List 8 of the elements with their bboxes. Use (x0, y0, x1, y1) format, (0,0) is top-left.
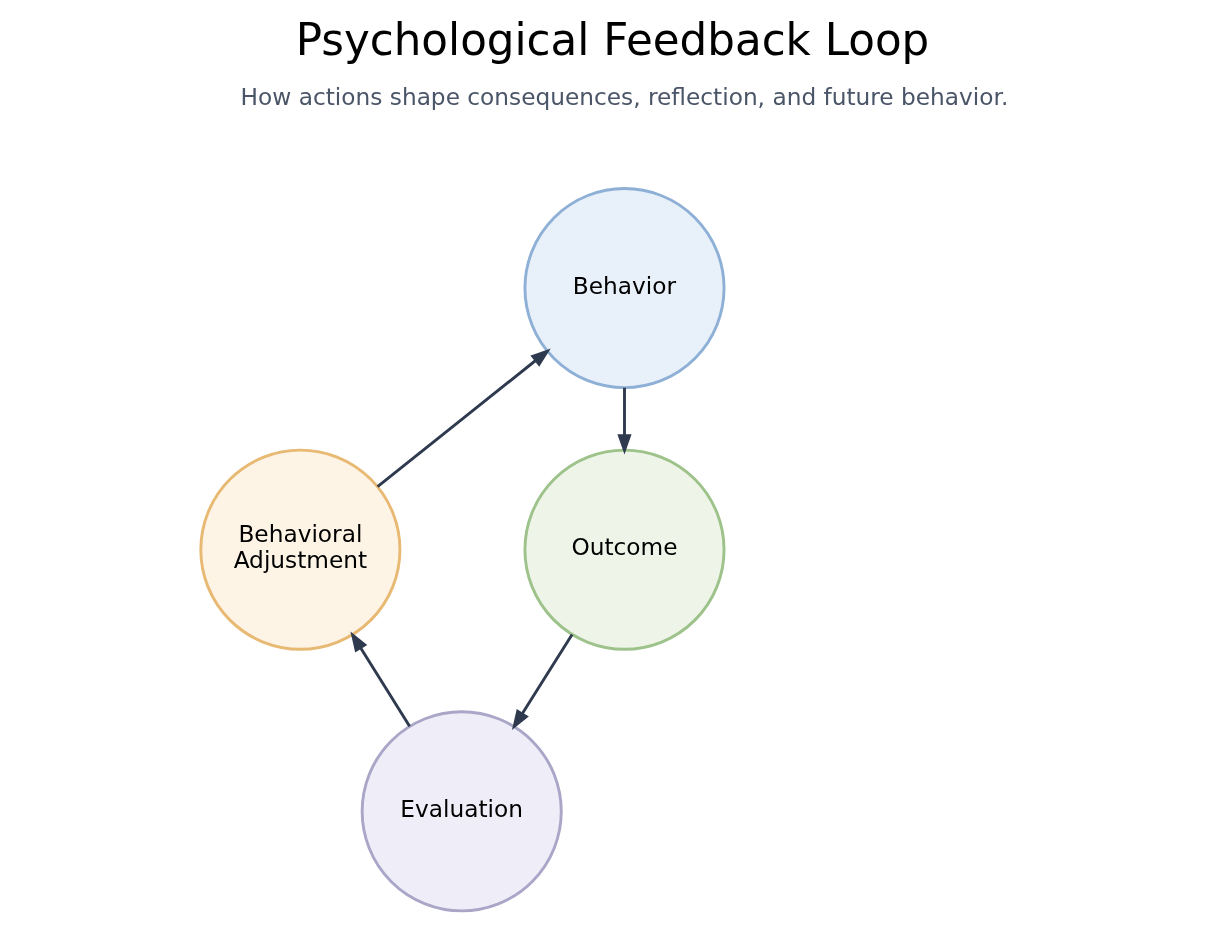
node-circle: Behavior (522, 187, 725, 390)
node-circle: Outcome (522, 448, 725, 651)
diagram-title: Psychological Feedback Loop (295, 14, 929, 65)
arrow (616, 387, 632, 455)
arrow (511, 633, 573, 731)
arrow (349, 631, 411, 728)
arrow (376, 348, 551, 488)
label: How actions shape consequences, reflection, and future behavior. (240, 83, 1008, 111)
